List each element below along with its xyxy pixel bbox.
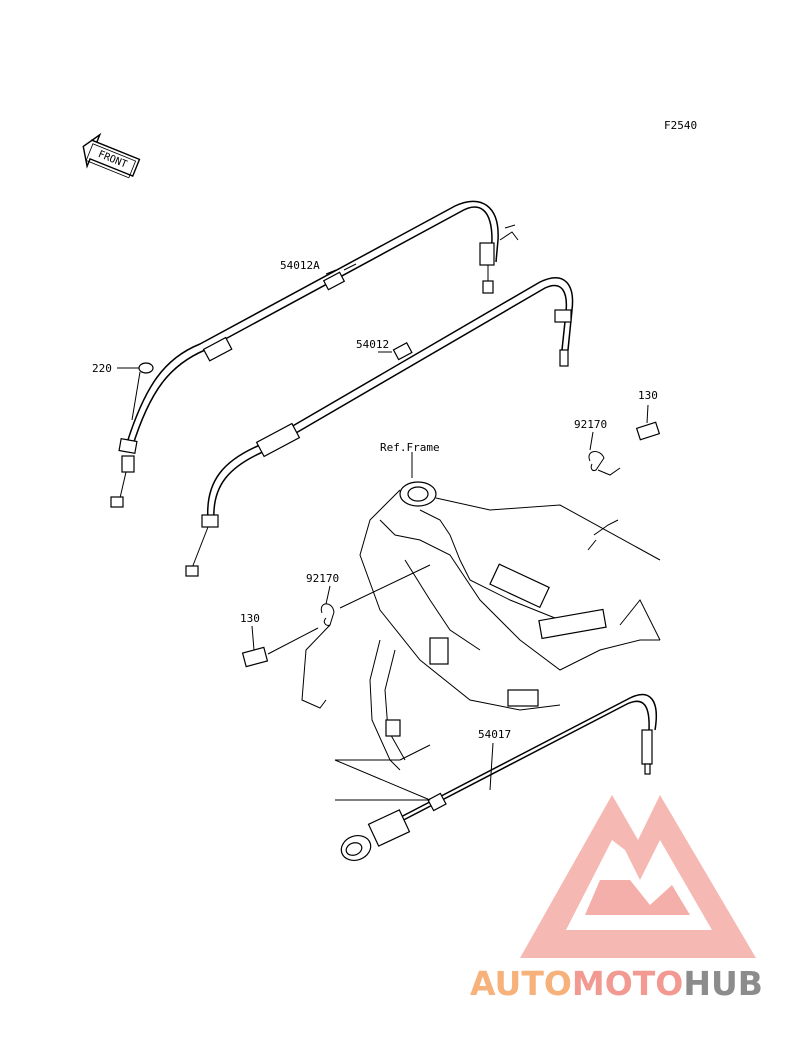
part-label-54012: 54012: [356, 338, 389, 351]
part-label-92170-left: 92170: [306, 572, 339, 585]
part-label-54012a: 54012A: [280, 259, 320, 272]
bolt-130-left-icon: [241, 625, 319, 668]
part-label-130-right: 130: [638, 389, 658, 402]
watermark-auto: AUTOMOTOHUB: [470, 964, 763, 1003]
throttle-cable-54012a: [110, 200, 519, 508]
frame-reference: [359, 452, 661, 771]
ref-frame-label: Ref.Frame: [380, 441, 440, 454]
clamp-92170-right-icon: [588, 431, 621, 476]
front-arrow-icon: FRONT: [82, 132, 141, 179]
leader-54017: [489, 742, 494, 791]
automotohub-logo-icon: [520, 795, 756, 958]
part-label-54017: 54017: [478, 728, 511, 741]
throttle-cable-54012: [185, 277, 574, 577]
choke-cable-54017: [334, 693, 657, 861]
clamp-92170-left-icon: [301, 564, 431, 709]
bolt-130-right-icon: [635, 404, 661, 441]
part-label-92170-right: 92170: [574, 418, 607, 431]
cable-end-cap-220: [117, 362, 154, 421]
part-label-130-left: 130: [240, 612, 260, 625]
part-label-220: 220: [92, 362, 112, 375]
leader-54012a: [325, 269, 337, 275]
diagram-code: F2540: [664, 119, 697, 132]
